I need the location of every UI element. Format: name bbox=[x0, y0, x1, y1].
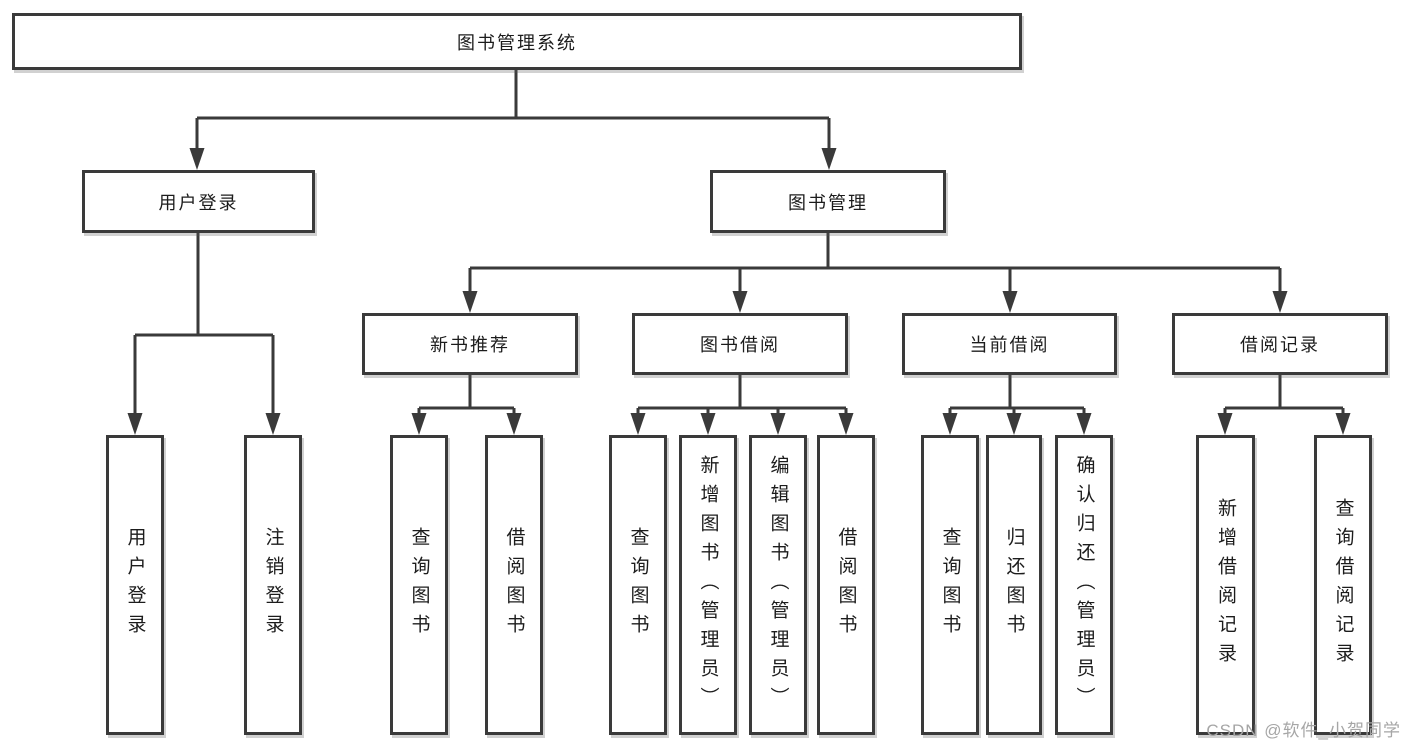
edges-borrow-records bbox=[1217, 375, 1351, 435]
node-current-borrow: 当前借阅 bbox=[902, 313, 1117, 375]
leaf-confirm-return-admin: 确认归还（管理员） bbox=[1055, 435, 1113, 735]
node-book-management: 图书管理 bbox=[710, 170, 946, 233]
leaf-query-books-recommend: 查询图书 bbox=[390, 435, 448, 735]
csdn-watermark: CSDN @软件_小贺同学 bbox=[1206, 721, 1401, 740]
leaf-return-book: 归还图书 bbox=[986, 435, 1042, 735]
edges-book-management bbox=[462, 233, 1288, 313]
edges-book-borrow bbox=[630, 375, 854, 435]
node-user-login: 用户登录 bbox=[82, 170, 315, 233]
leaf-add-book-admin: 新增图书（管理员） bbox=[679, 435, 737, 735]
leaf-borrow-books-recommend: 借阅图书 bbox=[485, 435, 543, 735]
edges-user-login bbox=[127, 233, 281, 435]
edges-root bbox=[189, 70, 837, 170]
leaf-edit-book-admin: 编辑图书（管理员） bbox=[749, 435, 807, 735]
leaf-logout: 注销登录 bbox=[244, 435, 302, 735]
leaf-query-books-current: 查询图书 bbox=[921, 435, 979, 735]
node-new-book-recommend: 新书推荐 bbox=[362, 313, 578, 375]
node-book-borrow: 图书借阅 bbox=[632, 313, 848, 375]
edges-new-book-recommend bbox=[411, 375, 522, 435]
leaf-add-borrow-record: 新增借阅记录 bbox=[1196, 435, 1255, 735]
leaf-query-books-borrow: 查询图书 bbox=[609, 435, 667, 735]
leaf-query-borrow-record: 查询借阅记录 bbox=[1314, 435, 1372, 735]
leaf-borrow-books-2: 借阅图书 bbox=[817, 435, 875, 735]
leaf-user-login: 用户登录 bbox=[106, 435, 164, 735]
node-root: 图书管理系统 bbox=[12, 13, 1022, 70]
edges-current-borrow bbox=[942, 375, 1092, 435]
node-borrow-records: 借阅记录 bbox=[1172, 313, 1388, 375]
